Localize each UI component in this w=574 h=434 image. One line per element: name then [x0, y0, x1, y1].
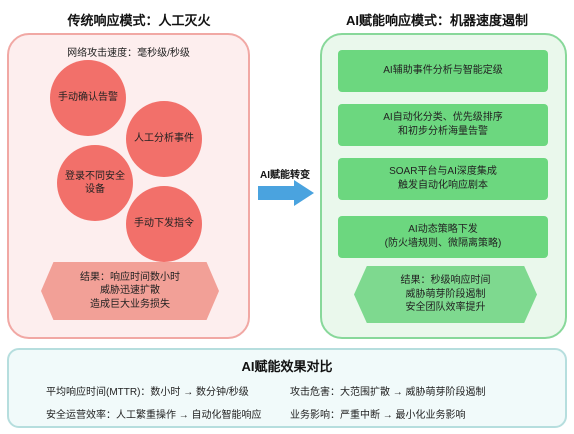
traditional-result-hexagon: 结果：响应时间数小时 威胁迅速扩散 造成巨大业务损失 — [41, 262, 219, 320]
comparison-business-impact: 业务影响：严重中断 → 最小化业务影响 — [290, 410, 466, 421]
traditional-mode-title: 传统响应模式：人工灭火 — [67, 13, 211, 28]
bubble-label: 手动确认告警 — [58, 92, 118, 104]
bubble-manual-confirm-alert: 手动确认告警 — [50, 60, 126, 136]
ai-mode-title: AI赋能响应模式：机器速度遏制 — [345, 13, 528, 28]
right-arrow-icon — [258, 180, 314, 206]
step-line: (防火墙规则、微隔离策略) — [384, 238, 502, 249]
result-line: 结果：响应时间数小时 — [80, 271, 180, 283]
attack-speed-label: 网络攻击速度：毫秒级/秒级 — [67, 48, 190, 59]
bubble-manual-event-analysis: 人工分析事件 — [126, 101, 202, 177]
step-line: 和初步分析海量告警 — [398, 126, 488, 137]
step-soar-integration: SOAR平台与AI深度集成 触发自动化响应剧本 — [338, 158, 548, 200]
bubble-label: 人工分析事件 — [134, 133, 194, 145]
bubble-manual-issue-command: 手动下发指令 — [126, 186, 202, 262]
step-ai-event-analysis: AI辅助事件分析与智能定级 — [338, 50, 548, 92]
comparison-attack-harm: 攻击危害：大范围扩散 → 威胁萌芽阶段遏制 — [290, 387, 486, 398]
ai-transformation-label: AI赋能转变 — [260, 170, 310, 181]
result-line: 安全团队效率提升 — [405, 302, 486, 314]
comparison-ops-efficiency: 安全运营效率：人工繁重操作 → 自动化智能响应 — [46, 410, 262, 421]
step-line: AI辅助事件分析与智能定级 — [383, 65, 503, 76]
step-line: 触发自动化响应剧本 — [398, 180, 488, 191]
comparison-title: AI赋能效果对比 — [241, 359, 333, 374]
result-line: 威胁萌芽阶段遏制 — [405, 288, 486, 300]
comparison-panel — [7, 348, 567, 428]
step-line: AI自动化分类、优先级排序 — [383, 112, 503, 123]
result-line: 造成巨大业务损失 — [90, 298, 170, 310]
bubble-login-security-devices: 登录不同安全设备 — [57, 145, 133, 221]
step-ai-alert-classification: AI自动化分类、优先级排序 和初步分析海量告警 — [338, 104, 548, 146]
step-line: AI动态策略下发 — [408, 224, 478, 235]
ai-result-hexagon: 结果：秒级响应时间 威胁萌芽阶段遏制 安全团队效率提升 — [354, 266, 537, 323]
bubble-label: 手动下发指令 — [134, 218, 194, 230]
result-line: 结果：秒级响应时间 — [400, 275, 491, 287]
result-line: 威胁迅速扩散 — [100, 285, 160, 297]
bubble-label: 登录不同安全设备 — [65, 170, 125, 196]
step-line: SOAR平台与AI深度集成 — [389, 166, 497, 177]
comparison-mttr: 平均响应时间(MTTR)：数小时 → 数分钟/秒级 — [46, 387, 249, 398]
step-dynamic-policy: AI动态策略下发 (防火墙规则、微隔离策略) — [338, 216, 548, 258]
